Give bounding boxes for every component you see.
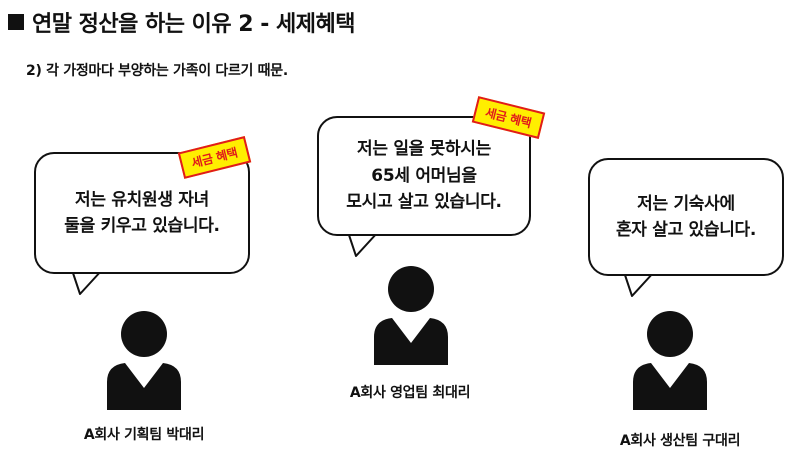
page-title-text: 연말 정산을 하는 이유 2 - 세제혜택	[32, 12, 356, 37]
bubble-line: 저는 기숙사에	[637, 193, 735, 214]
bubble-line: 저는 유치원생 자녀	[75, 189, 209, 210]
person-caption: A회사 기획팀 박대리	[83, 427, 205, 443]
bullet-square-icon	[8, 14, 24, 30]
person-caption: A회사 영업팀 최대리	[349, 385, 471, 401]
speech-bubble: 저는 유치원생 자녀 둘을 키우고 있습니다.	[34, 152, 250, 274]
page-title: 연말 정산을 하는 이유 2 - 세제혜택	[8, 6, 356, 38]
bubble-line: 모시고 살고 있습니다.	[346, 192, 502, 213]
bubble-line: 혼자 살고 있습니다.	[615, 220, 757, 240]
speech-bubble-tail	[347, 231, 379, 257]
person-icon	[374, 266, 448, 365]
person-icon	[633, 311, 707, 410]
speech-bubble-tail	[71, 269, 103, 295]
speech-bubble-tail	[623, 271, 655, 297]
page-subtitle: 2) 각 가정마다 부양하는 가족이 다르기 때문.	[26, 63, 288, 79]
bubble-line: 65세 어머님을	[371, 165, 477, 186]
speech-bubble: 저는 기숙사에 혼자 살고 있습니다.	[588, 158, 784, 276]
speech-bubble: 저는 일을 못하시는 65세 어머님을 모시고 살고 있습니다.	[317, 116, 531, 236]
person-caption: A회사 생산팀 구대리	[619, 433, 741, 449]
bubble-line: 저는 일을 못하시는	[357, 139, 491, 160]
bubble-line: 둘을 키우고 있습니다.	[64, 216, 220, 236]
person-icon	[107, 311, 181, 410]
